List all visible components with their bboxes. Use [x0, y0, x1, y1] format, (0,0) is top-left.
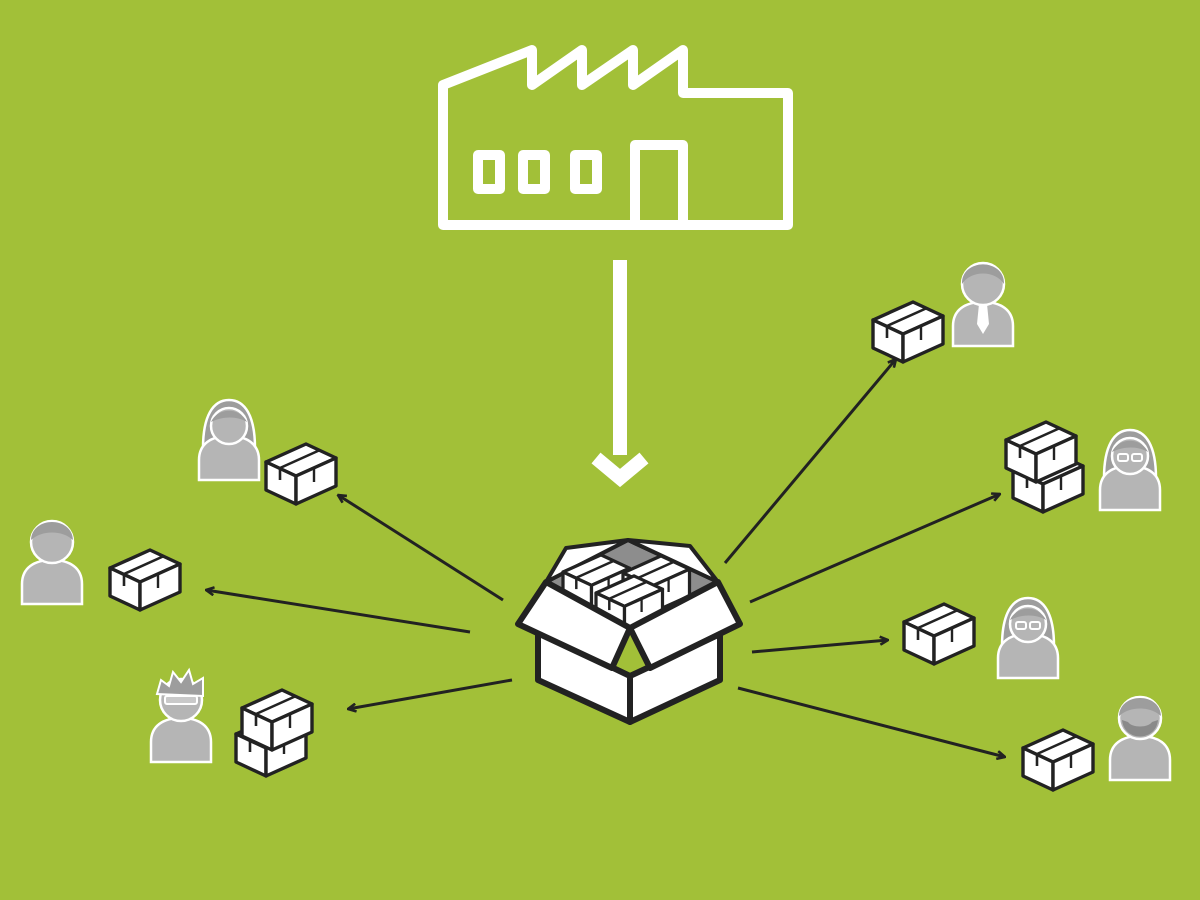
arrow-to-businessman [723, 359, 896, 564]
customer-woman-glasses-mid [902, 596, 1060, 680]
man-sunglasses-icon [149, 667, 213, 764]
businessman-tie-icon [951, 261, 1015, 348]
arrow-to-bearded-man [737, 686, 1005, 757]
bearded-man-icon [1108, 695, 1172, 782]
customer-businessman [871, 261, 1015, 364]
distribution-arrows [206, 359, 1005, 757]
factory-to-box-arrow [591, 260, 649, 488]
open-box-with-parcels-icon [515, 538, 743, 725]
woman-icon [197, 398, 261, 482]
arrow-to-woman-glasses-top [749, 494, 1000, 604]
customer-bearded-man [1021, 695, 1172, 792]
customer-man-left [20, 519, 182, 612]
parcel-stack-icon [1004, 420, 1085, 514]
customer-man-sunglasses [149, 667, 314, 778]
arrow-to-woman-glasses-mid [751, 640, 888, 654]
woman-glasses-icon [1098, 428, 1162, 512]
arrow-to-man-sunglasses [348, 678, 513, 709]
arrow-to-woman-top-left [338, 495, 504, 602]
woman-glasses-icon [996, 596, 1060, 680]
man-icon [20, 519, 84, 606]
customer-woman-glasses-top [1004, 420, 1162, 514]
customer-woman-top-left [197, 398, 338, 506]
arrow-to-man-left [206, 590, 471, 634]
factory-icon [438, 45, 793, 230]
